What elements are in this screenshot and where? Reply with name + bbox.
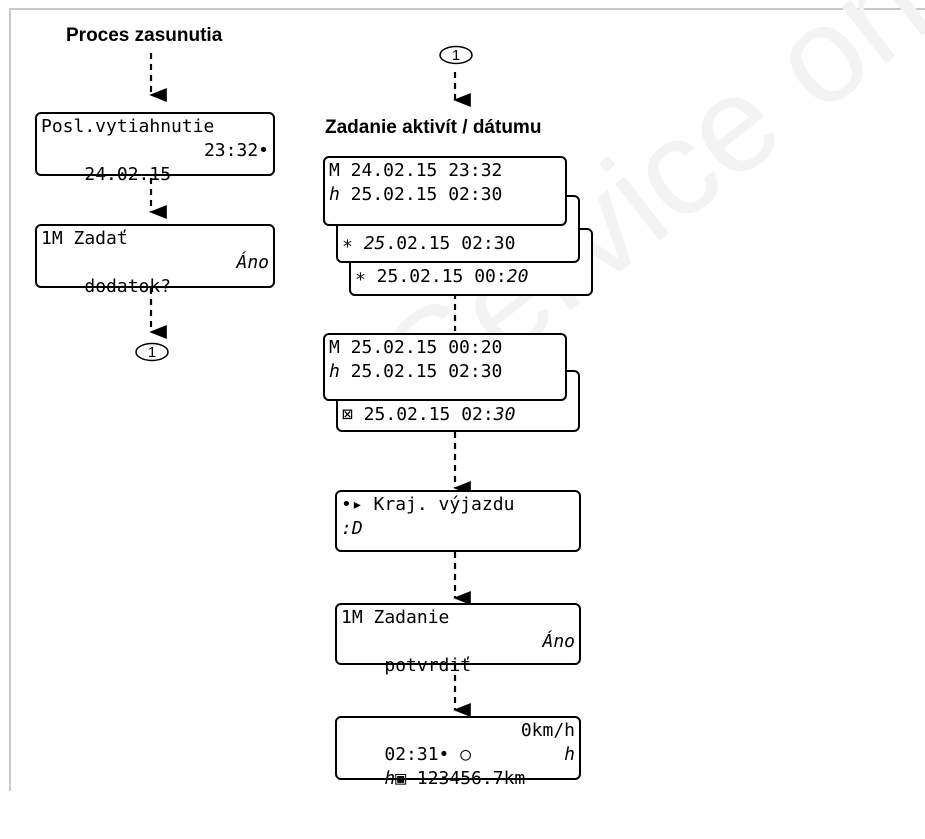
flow-connectors [149, 53, 471, 718]
lcd-line: 24.02.15 23:32• [41, 139, 269, 185]
speed-readout: 0km/h [520, 720, 575, 741]
end-shift-label: Kraj. výjazdu [362, 494, 515, 515]
lcd-line: Posl.vytiahnutie [41, 116, 215, 137]
odometer-readout: ℎ▣ 123456.7km [384, 768, 526, 789]
marker-number: 1 [148, 344, 156, 361]
lcd-line: ∗ 25.02.15 02:30 [342, 232, 574, 256]
lcd-line: ℎ 25.02.15 02:30 [329, 184, 503, 205]
activity-symbol: ∗ [355, 266, 366, 287]
answer-yes: Áno [542, 631, 575, 652]
lcd-line: M 25.02.15 00:20 [329, 337, 503, 358]
activity-time-edit: 30 [493, 404, 516, 425]
circle-marker-shape: 1 [439, 45, 473, 65]
activity-date-time: 25.02.15 02: [352, 404, 494, 425]
activity-day-edit: 25 [363, 233, 386, 254]
country-icon: •▸ [341, 494, 363, 515]
lcd-line: ℎ 25.02.15 02:30 [329, 361, 503, 382]
circle-marker-1: 1 [134, 342, 170, 362]
lcd-line: 02:31• ○ 0km/h [341, 719, 575, 765]
prompt-question: dodatok? [84, 276, 172, 297]
lcd-line: ℎ▣ 123456.7km ℎ [341, 743, 575, 789]
frame-left-border [9, 8, 11, 791]
lcd-line: ∗ 25.02.15 00:20 [355, 265, 587, 289]
circle-marker-1-top: 1 [438, 45, 474, 65]
country-code: :D [341, 518, 363, 539]
withdrawal-time: 23:32• [203, 140, 269, 161]
activity-symbol: ∗ [342, 233, 353, 254]
lcd-add-entry-prompt: 1M Zadať dodatok? Áno [35, 224, 275, 297]
withdrawal-date: 24.02.15 [84, 164, 172, 185]
confirm-question: potvrdiť [384, 655, 472, 676]
time-and-mode: 02:31• ○ [384, 744, 472, 765]
lcd-end-of-shift: •▸ Kraj. výjazdu :D [335, 490, 581, 552]
lcd-line: M 24.02.15 23:32 [329, 160, 503, 181]
activity-icon: ℎ [564, 744, 575, 765]
marker-number: 1 [452, 47, 460, 64]
heading-insertion-process: Proces zasunutia [66, 25, 223, 46]
activity-date-time: .02.15 02:30 [385, 233, 516, 254]
lcd-line: dodatok? Áno [41, 251, 269, 297]
frame-top-border [9, 8, 925, 10]
heading-activity-date-entry: Zadanie aktivít / dátumu [325, 117, 542, 138]
lcd-activity-stack-1: M 24.02.15 23:32 ℎ 25.02.15 02:30 [323, 156, 567, 226]
lcd-last-withdrawal: Posl.vytiahnutie 24.02.15 23:32• [35, 112, 275, 185]
lcd-line: ⊠ 25.02.15 02:30 [342, 403, 574, 427]
circle-marker-shape: 1 [135, 342, 169, 362]
activity-date-time: 25.02.15 00: [365, 266, 507, 287]
lcd-activity-stack-1b: M 25.02.15 00:20 ℎ 25.02.15 02:30 [323, 333, 567, 401]
lcd-confirm-entry: 1M Zadanie potvrdiť Áno [335, 603, 581, 676]
lcd-line: potvrdiť Áno [341, 630, 575, 676]
lcd-line: 1M Zadanie [341, 607, 450, 628]
activity-symbol: ⊠ [342, 404, 353, 425]
lcd-line: 1M Zadať [41, 228, 128, 249]
answer-yes: Áno [236, 252, 269, 273]
lcd-standard-display: 02:31• ○ 0km/h ℎ▣ 123456.7km ℎ [335, 716, 581, 789]
lcd-line: •▸ Kraj. výjazdu [341, 493, 575, 517]
activity-time-edit: 20 [506, 266, 529, 287]
